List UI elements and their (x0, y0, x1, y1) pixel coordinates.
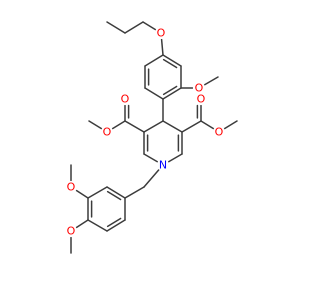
atom-label-bg (65, 225, 77, 237)
bond-b5-b6 (106, 219, 126, 232)
bond-r4-r5 (144, 87, 164, 100)
bond-b4-b5 (87, 219, 108, 232)
bond-c1-c2 (106, 21, 126, 34)
atom-label-o-methoxy-top: O (195, 82, 204, 95)
bond-ch2-b1 (124, 186, 145, 199)
bond-eL-oL2 (111, 120, 126, 130)
atom-label-o-ester-left-carbonyl: O (121, 93, 130, 106)
bond-d4-d3 (162, 120, 183, 133)
bond-eR-oR2 (200, 120, 215, 130)
bond-r1-r2 (162, 54, 182, 67)
bond-n1-d6 (143, 153, 159, 163)
bond-b2-b3 (87, 186, 108, 199)
atom-label-bg (195, 93, 207, 105)
bond-d5-d4 (143, 120, 164, 133)
bond-b4-oB2 (75, 219, 89, 229)
bond-d3-eR (181, 120, 202, 133)
atom-label-o-ester-right-carbonyl: O (197, 93, 206, 106)
bond-oL2-mL (88, 120, 103, 130)
atom-label-o-ester-left-ether: O (103, 126, 112, 139)
bond-oM1-cM1 (203, 76, 219, 86)
bond-b1-b2 (106, 186, 126, 199)
bond-r3-r4-double (162, 85, 178, 96)
atom-label-bg (213, 126, 225, 138)
atom-label-o-ester-right-ether: O (215, 126, 224, 139)
bond-oP-r1 (160, 38, 164, 56)
bond-r3-r4 (162, 87, 182, 100)
bond-n1-ch2 (143, 169, 160, 188)
atom-label-bg (157, 159, 169, 171)
bond-r1-r2-double (162, 58, 178, 69)
bond-d5-eL (124, 120, 145, 133)
bond-c2-c3 (124, 21, 144, 34)
atom-label-n-ring: N (159, 159, 167, 172)
bond-b3-oB1 (75, 189, 89, 199)
atom-label-bg (119, 93, 131, 105)
bond-oR2-mR (223, 120, 238, 130)
atom-label-o-methoxy-bottom-2: O (67, 225, 76, 238)
atom-label-o-propoxy: O (157, 27, 166, 40)
atom-label-bg (65, 181, 77, 193)
bond-c3-oP (142, 21, 157, 31)
atom-label-bg (101, 126, 113, 138)
bond-b5-b6-double (106, 217, 122, 228)
bond-r6-r1 (144, 54, 164, 67)
atom-label-bg (193, 82, 205, 94)
bond-d2-n1 (167, 153, 183, 163)
bond-b1-b2-double (106, 190, 122, 201)
atom-label-o-methoxy-bottom-1: O (67, 181, 76, 194)
atom-label-bg (155, 27, 167, 39)
